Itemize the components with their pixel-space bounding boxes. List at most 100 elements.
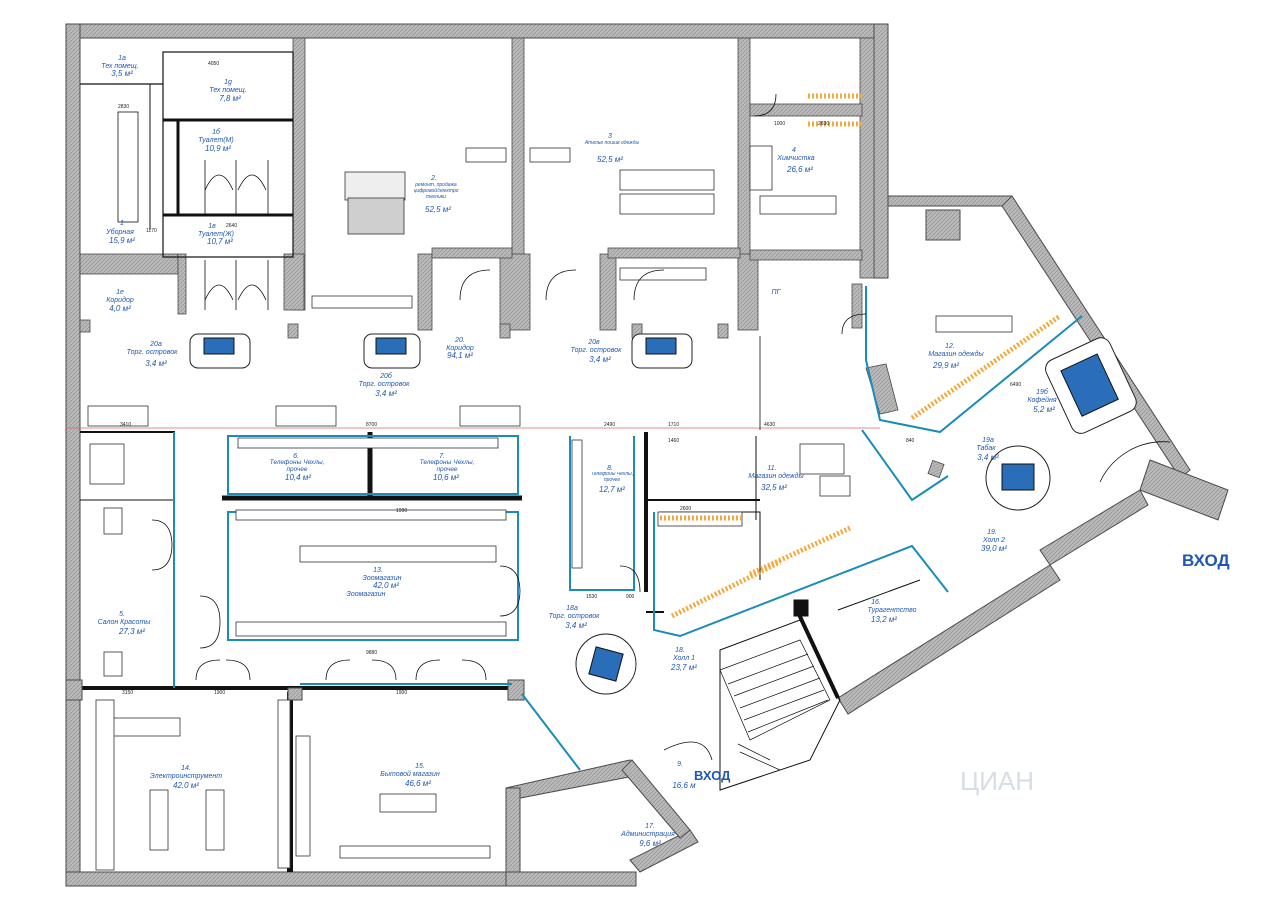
room-name-wrapper: ремонт, продажа цифровой/электро техники — [414, 182, 459, 200]
room-name: Холл 2 — [982, 537, 1005, 544]
dimension-label: 1460 — [668, 438, 679, 444]
dimension-label: 840 — [906, 438, 915, 444]
room-name: Табак — [976, 444, 996, 452]
entrance-label-right: ВХОД — [1182, 551, 1230, 570]
room-area: 10,7 м² — [207, 237, 233, 246]
room-number: 14. — [181, 765, 191, 772]
room-area: 3,4 м² — [565, 621, 587, 630]
dimension-label: 1710 — [668, 422, 679, 428]
room-name: Салон Красоты — [98, 619, 152, 626]
dimension-label: 2490 — [604, 422, 615, 428]
room-name-wrapper: Телефоны Чехлы, прочее — [269, 459, 325, 473]
room-area: 4,0 м² — [109, 304, 131, 313]
room-area: 29,9 м² — [932, 361, 959, 370]
room-name: Торг. островок — [359, 381, 410, 388]
room-area: 23,7 м² — [670, 663, 697, 672]
entrance-label-center: ВХОД — [694, 768, 731, 783]
room-number: 20а — [149, 341, 162, 348]
glass-partitions — [227, 286, 1083, 771]
dimension-label: 1530 — [586, 594, 597, 600]
island-19b — [1045, 337, 1137, 434]
room-area: 16,6 м — [672, 781, 696, 790]
dimension-label: 1900 — [214, 690, 225, 696]
room-area: 10,9 м² — [205, 144, 231, 153]
pg-label: ПГ — [772, 289, 782, 296]
stairs — [719, 639, 831, 771]
room-number: 17. — [645, 823, 655, 830]
room-name: Тех помещ. — [101, 63, 138, 70]
island-20a — [189, 333, 251, 369]
watermark: ЦИАН — [960, 766, 1034, 796]
dimension-label: 1900 — [396, 690, 407, 696]
room-name-wrapper: Телефоны Чехлы, прочее — [419, 459, 475, 473]
room-name: Магазин одежды — [748, 472, 804, 480]
room-number: 20. — [454, 337, 465, 344]
room-number: 1а — [118, 55, 126, 62]
room-number: 4 — [792, 147, 796, 154]
room-name: Холл 1 — [672, 655, 695, 662]
dimension-label: 2600 — [680, 506, 691, 512]
island-18a — [575, 633, 637, 695]
room-area: 94,1 м² — [447, 351, 473, 360]
room-area: 13,2 м² — [871, 615, 897, 624]
room-name-wrapper: Ателье пошив одежды — [584, 140, 640, 146]
room-name: Бытовой магазин — [380, 770, 440, 778]
room-area: 12,7 м² — [599, 485, 625, 494]
room-number: 18а — [566, 605, 578, 612]
room-name: Телефоны Чехлы, прочее — [590, 472, 634, 483]
room-area: 3,5 м² — [111, 69, 133, 78]
room-name: Телефоны Чехлы, прочее — [269, 459, 325, 473]
room-number: 5. — [119, 611, 125, 618]
room-name: Торг. островок — [571, 347, 622, 354]
room-number: 20б — [379, 372, 393, 380]
dimension-label: 1000 — [774, 121, 785, 127]
room-name: Туалет(Ж) — [198, 231, 234, 238]
room-number: 9. — [677, 761, 683, 768]
room-area: 10,6 м² — [433, 473, 459, 482]
room-area: 7,8 м² — [219, 94, 241, 103]
room-number: 1g — [224, 79, 232, 86]
room-number: 11. — [767, 465, 776, 472]
dimension-label: 6490 — [1010, 382, 1021, 388]
room-number: 13. — [373, 567, 383, 574]
room-area: 9,6 м² — [639, 839, 661, 848]
room-name: Торг. островок — [127, 349, 178, 356]
dimension-label: 1170 — [146, 228, 157, 234]
island-19a — [985, 445, 1051, 511]
room-area: 10,4 м² — [285, 473, 311, 482]
room-number: 12. — [945, 343, 955, 350]
room-number: 19б — [1036, 388, 1049, 396]
room-area: 52,5 м² — [597, 155, 623, 164]
room-name: Коридор — [446, 344, 474, 352]
room-number: 1в — [208, 223, 216, 230]
room-name: Кофейня — [1027, 396, 1057, 404]
room-area: 46,6 м² — [405, 779, 431, 788]
room-name: Телефоны Чехлы, прочее — [419, 459, 475, 473]
room-area: 52,5 м² — [425, 205, 451, 214]
room-labels: 1а Тех помещ. 3,5 м² 1g Тех помещ. 7,8 м… — [98, 55, 1057, 848]
room-name: Торг. островок — [549, 613, 600, 620]
room-area: 5,2 м² — [1033, 405, 1055, 414]
island-20b — [363, 333, 421, 369]
room-area: 42,0 м² — [173, 781, 199, 790]
room-name: Ателье пошив одежды — [584, 140, 640, 146]
room-number: 1б — [212, 128, 221, 136]
dimension-labels: 4050 1170 2830 1000 2830 2640 3410 8700 … — [118, 61, 1021, 696]
interior-walls — [79, 37, 945, 479]
dimension-label: 2830 — [818, 121, 829, 127]
room-name: Турагентство — [868, 607, 917, 614]
dimension-label: 3150 — [122, 690, 133, 696]
room-name: Электроинструмент — [150, 773, 222, 780]
dimension-label: 8700 — [366, 422, 377, 428]
room-number: 3 — [608, 133, 612, 140]
dimension-label: 3410 — [120, 422, 131, 428]
dimension-label: 1990 — [396, 508, 407, 514]
dimension-label: 4050 — [208, 61, 219, 67]
room-number: 2. — [430, 175, 437, 182]
room-area: 3,4 м² — [375, 389, 397, 398]
room-number: 8. — [607, 465, 613, 472]
trading-islands — [189, 333, 1137, 695]
dimension-label: 900 — [626, 594, 635, 600]
room-area: 26,6 м² — [786, 165, 813, 174]
